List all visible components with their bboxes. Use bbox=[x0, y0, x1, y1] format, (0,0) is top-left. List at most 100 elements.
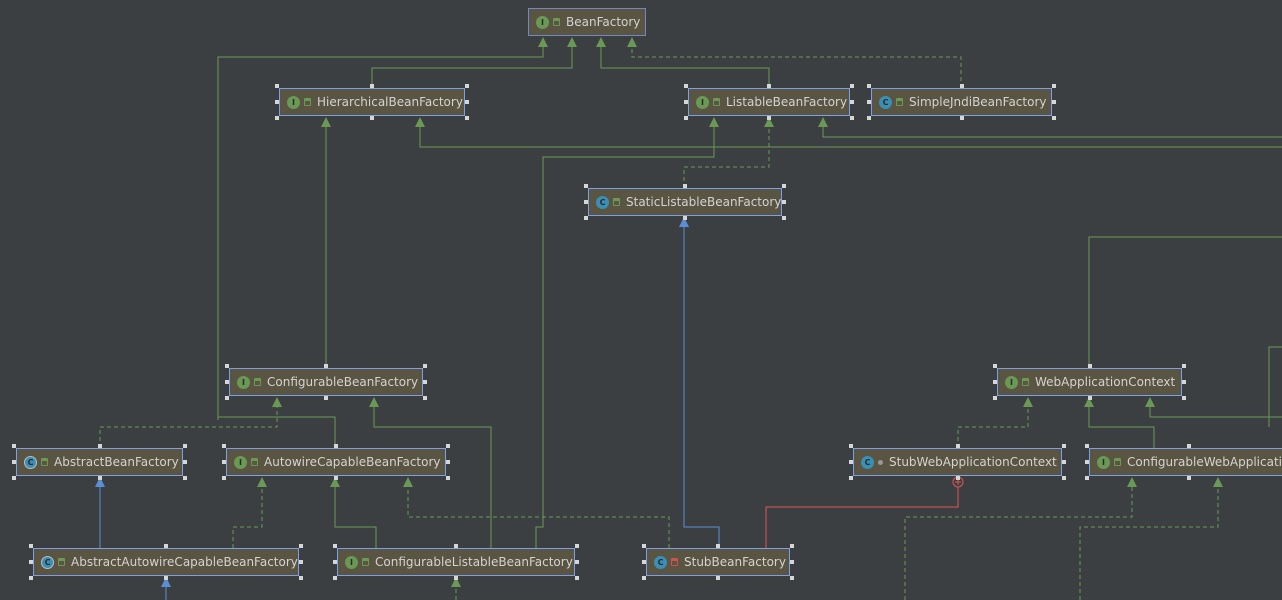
selection-handle[interactable] bbox=[370, 84, 374, 88]
selection-handle[interactable] bbox=[1187, 444, 1191, 448]
selection-handle[interactable] bbox=[683, 184, 687, 188]
selection-handle[interactable] bbox=[867, 100, 871, 104]
selection-handle[interactable] bbox=[97, 476, 102, 480]
selection-handle[interactable] bbox=[225, 396, 229, 400]
selection-handle[interactable] bbox=[849, 476, 853, 480]
selection-handle[interactable] bbox=[684, 100, 688, 104]
selection-handle[interactable] bbox=[275, 116, 279, 120]
selection-handle[interactable] bbox=[1182, 396, 1186, 400]
selection-handle[interactable] bbox=[222, 444, 226, 448]
selection-handle[interactable] bbox=[716, 576, 720, 580]
selection-handle[interactable] bbox=[299, 560, 303, 564]
selection-handle[interactable] bbox=[333, 544, 337, 548]
selection-handle[interactable] bbox=[584, 200, 588, 204]
selection-handle[interactable] bbox=[955, 444, 960, 448]
selection-handle[interactable] bbox=[993, 396, 997, 400]
selection-handle[interactable] bbox=[575, 544, 579, 548]
selection-handle[interactable] bbox=[867, 116, 871, 120]
selection-handle[interactable] bbox=[1187, 476, 1191, 480]
selection-handle[interactable] bbox=[29, 560, 33, 564]
selection-handle[interactable] bbox=[324, 396, 328, 400]
selection-handle[interactable] bbox=[849, 444, 853, 448]
selection-handle[interactable] bbox=[1062, 476, 1066, 480]
selection-handle[interactable] bbox=[642, 560, 646, 564]
selection-handle[interactable] bbox=[1052, 100, 1056, 104]
selection-handle[interactable] bbox=[867, 84, 871, 88]
selection-handle[interactable] bbox=[767, 116, 771, 120]
selection-handle[interactable] bbox=[993, 364, 997, 368]
selection-handle[interactable] bbox=[225, 364, 229, 368]
selection-handle[interactable] bbox=[790, 544, 794, 548]
selection-handle[interactable] bbox=[333, 560, 337, 564]
selection-handle[interactable] bbox=[12, 444, 16, 448]
selection-handle[interactable] bbox=[1062, 460, 1066, 464]
selection-handle[interactable] bbox=[29, 576, 33, 580]
selection-handle[interactable] bbox=[716, 544, 720, 548]
selection-handle[interactable] bbox=[584, 216, 588, 220]
selection-handle[interactable] bbox=[959, 84, 964, 88]
selection-handle[interactable] bbox=[423, 364, 427, 368]
selection-handle[interactable] bbox=[782, 216, 786, 220]
selection-handle[interactable] bbox=[1085, 444, 1089, 448]
selection-handle[interactable] bbox=[333, 576, 337, 580]
selection-handle[interactable] bbox=[955, 476, 960, 480]
selection-handle[interactable] bbox=[465, 100, 469, 104]
selection-handle[interactable] bbox=[584, 184, 588, 188]
selection-handle[interactable] bbox=[782, 200, 786, 204]
selection-handle[interactable] bbox=[849, 460, 853, 464]
selection-handle[interactable] bbox=[575, 560, 579, 564]
selection-handle[interactable] bbox=[12, 476, 16, 480]
selection-handle[interactable] bbox=[642, 544, 646, 548]
selection-handle[interactable] bbox=[790, 560, 794, 564]
selection-handle[interactable] bbox=[12, 460, 16, 464]
selection-handle[interactable] bbox=[370, 116, 374, 120]
selection-handle[interactable] bbox=[299, 576, 303, 580]
selection-handle[interactable] bbox=[334, 476, 338, 480]
selection-handle[interactable] bbox=[183, 460, 187, 464]
selection-handle[interactable] bbox=[334, 444, 338, 448]
selection-handle[interactable] bbox=[1085, 460, 1089, 464]
selection-handle[interactable] bbox=[164, 576, 168, 580]
selection-handle[interactable] bbox=[164, 544, 168, 548]
selection-handle[interactable] bbox=[782, 184, 786, 188]
selection-handle[interactable] bbox=[850, 116, 854, 120]
selection-handle[interactable] bbox=[225, 380, 229, 384]
selection-handle[interactable] bbox=[1062, 444, 1066, 448]
selection-handle[interactable] bbox=[183, 444, 187, 448]
selection-handle[interactable] bbox=[1085, 476, 1089, 480]
selection-handle[interactable] bbox=[275, 100, 279, 104]
selection-handle[interactable] bbox=[1087, 364, 1092, 368]
selection-handle[interactable] bbox=[446, 444, 450, 448]
selection-handle[interactable] bbox=[454, 576, 458, 580]
selection-handle[interactable] bbox=[324, 364, 328, 368]
selection-handle[interactable] bbox=[1087, 396, 1092, 400]
selection-handle[interactable] bbox=[575, 576, 579, 580]
selection-handle[interactable] bbox=[97, 444, 102, 448]
selection-handle[interactable] bbox=[29, 544, 33, 548]
selection-handle[interactable] bbox=[642, 576, 646, 580]
selection-handle[interactable] bbox=[790, 576, 794, 580]
selection-handle[interactable] bbox=[465, 116, 469, 120]
selection-handle[interactable] bbox=[1182, 364, 1186, 368]
selection-handle[interactable] bbox=[993, 380, 997, 384]
selection-handle[interactable] bbox=[446, 476, 450, 480]
selection-handle[interactable] bbox=[959, 116, 964, 120]
selection-handle[interactable] bbox=[222, 460, 226, 464]
selection-handle[interactable] bbox=[423, 380, 427, 384]
selection-handle[interactable] bbox=[222, 476, 226, 480]
selection-handle[interactable] bbox=[423, 396, 427, 400]
selection-handle[interactable] bbox=[454, 544, 458, 548]
